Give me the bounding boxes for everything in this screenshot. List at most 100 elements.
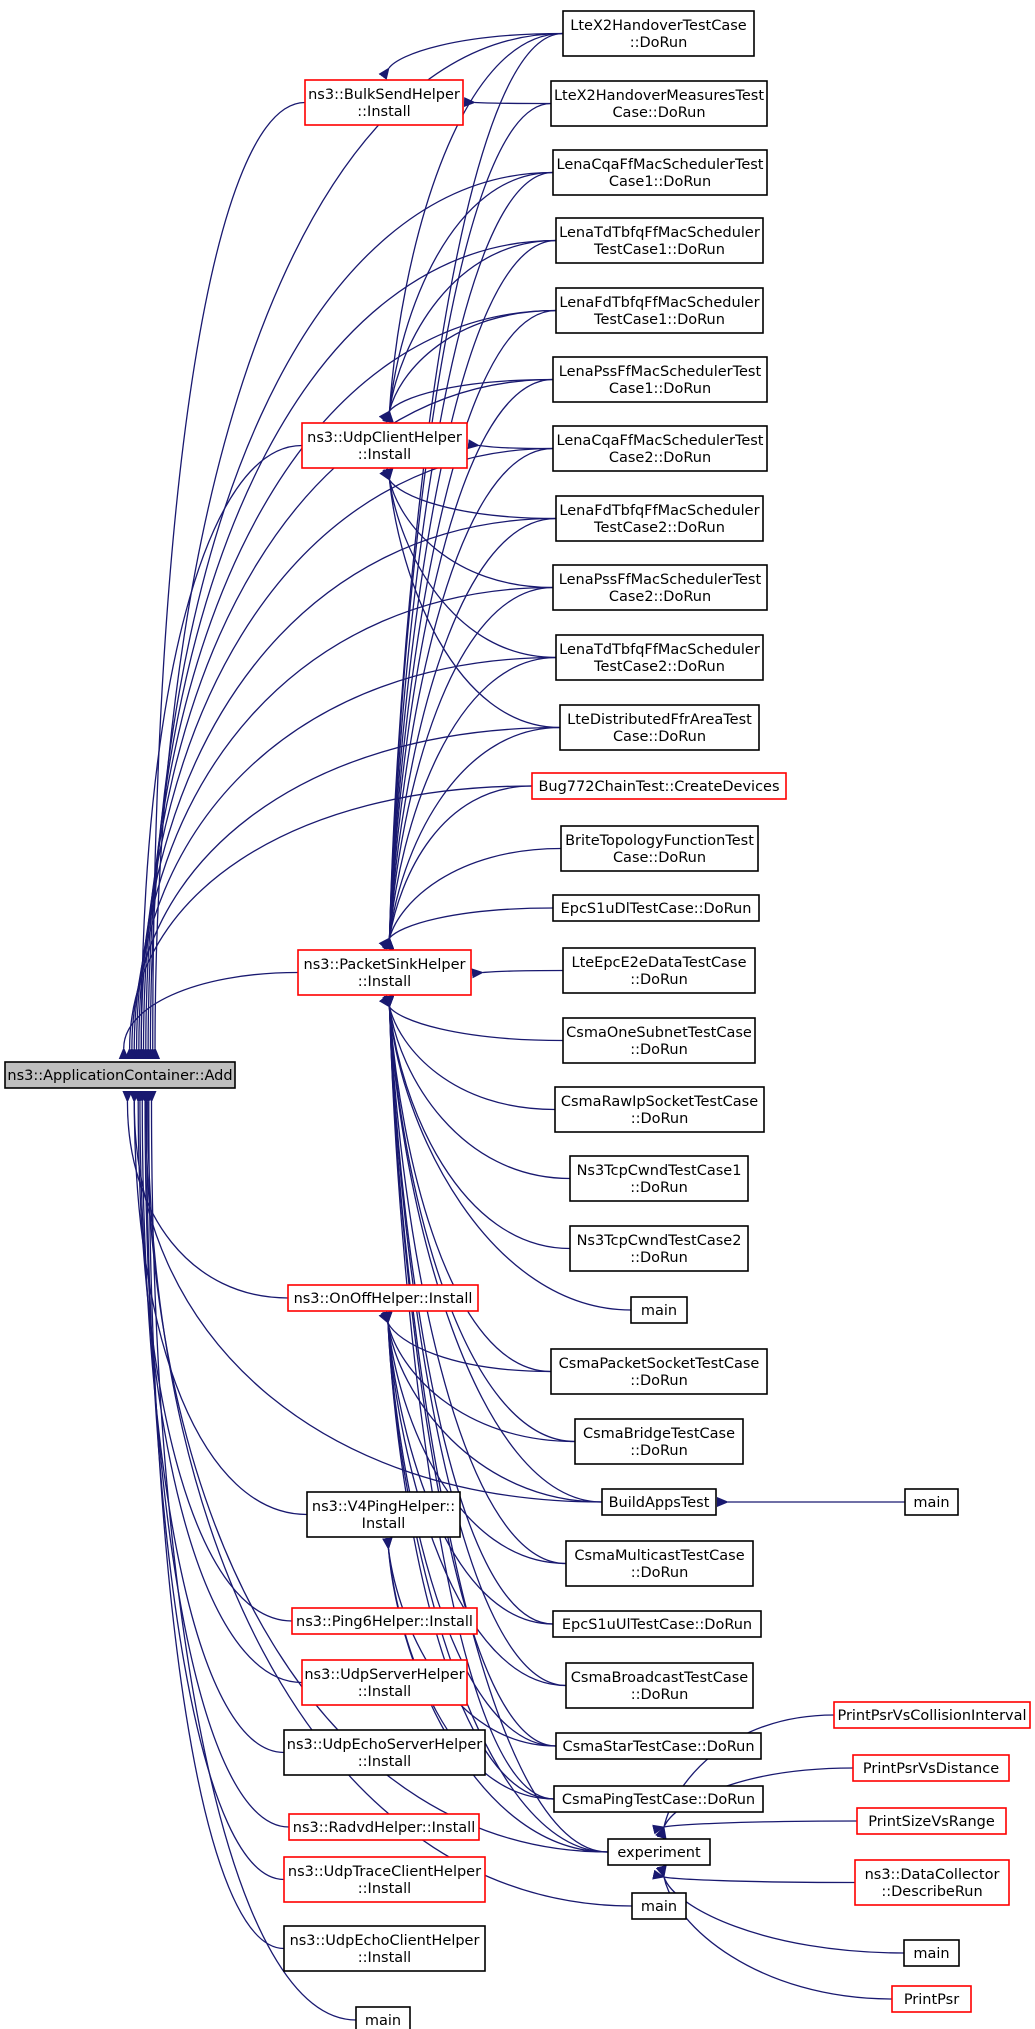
node-label: Case1::DoRun xyxy=(609,174,711,190)
node-box xyxy=(852,1754,1010,1782)
node-label: ns3::Ping6Helper::Install xyxy=(296,1614,473,1630)
node-main-mid2[interactable]: main xyxy=(631,1892,687,1920)
node-bulksend[interactable]: ns3::BulkSendHelper::Install xyxy=(304,79,464,126)
node-label: TestCase2::DoRun xyxy=(593,520,725,536)
node-label: ::Install xyxy=(358,1950,411,1966)
node-ns3tcp1[interactable]: Ns3TcpCwndTestCase1::DoRun xyxy=(569,1155,749,1202)
node-udpechoclient[interactable]: ns3::UdpEchoClientHelper::Install xyxy=(283,1925,486,1972)
node-csmaping[interactable]: CsmaPingTestCase::DoRun xyxy=(553,1785,764,1813)
node-datacollector[interactable]: ns3::DataCollector::DescribeRun xyxy=(854,1859,1010,1906)
node-box xyxy=(283,1925,486,1972)
node-pp-sizerange[interactable]: PrintSizeVsRange xyxy=(856,1807,1007,1835)
edge-datacollector-to-experiment xyxy=(652,1869,856,1884)
node-pp-collision[interactable]: PrintPsrVsCollisionInterval xyxy=(833,1701,1031,1729)
node-csmastar[interactable]: CsmaStarTestCase::DoRun xyxy=(555,1732,762,1760)
edge-csmapacket-to-packetsink xyxy=(383,995,552,1373)
node-csmabridge[interactable]: CsmaBridgeTestCase::DoRun xyxy=(574,1418,744,1465)
node-pp-distance[interactable]: PrintPsrVsDistance xyxy=(852,1754,1010,1782)
node-box xyxy=(891,1985,972,2013)
nodes-layer: ns3::ApplicationContainer::Add ns3::BulkS… xyxy=(4,10,1031,2029)
node-csmabroadcast[interactable]: CsmaBroadcastTestCase::DoRun xyxy=(565,1662,754,1709)
edge-pss1-to-udpclient xyxy=(378,378,554,423)
node-main-right[interactable]: main xyxy=(903,1939,960,1967)
node-epcs1uul[interactable]: EpcS1uUlTestCase::DoRun xyxy=(552,1610,762,1638)
node-box xyxy=(550,1348,768,1395)
edge-bug772-to-packetsink xyxy=(382,785,533,950)
node-experiment[interactable]: experiment xyxy=(607,1838,711,1866)
edge-pss1-to-app-add xyxy=(138,378,554,1060)
node-box xyxy=(552,564,768,611)
node-udptraceclient[interactable]: ns3::UdpTraceClientHelper::Install xyxy=(283,1856,486,1903)
node-label: PrintPsrVsCollisionInterval xyxy=(837,1708,1026,1724)
node-app-add[interactable]: ns3::ApplicationContainer::Add xyxy=(4,1061,236,1089)
node-main-buildapps[interactable]: main xyxy=(904,1488,959,1516)
node-csmarawip[interactable]: CsmaRawIpSocketTestCase::DoRun xyxy=(554,1086,765,1133)
node-label: ns3::DataCollector xyxy=(865,1867,1000,1883)
node-buildapps[interactable]: BuildAppsTest xyxy=(601,1488,717,1516)
node-main-left[interactable]: main xyxy=(355,2006,411,2029)
node-csmapacket[interactable]: CsmaPacketSocketTestCase::DoRun xyxy=(550,1348,768,1395)
node-box xyxy=(630,1296,688,1324)
node-epcs1udl[interactable]: EpcS1uDlTestCase::DoRun xyxy=(552,894,760,922)
edge-fdtbfq1-to-packetsink xyxy=(384,309,557,950)
node-udpserver[interactable]: ns3::UdpServerHelper::Install xyxy=(301,1659,468,1706)
node-printpsr[interactable]: PrintPsr xyxy=(891,1985,972,2013)
node-box xyxy=(560,825,759,872)
node-label: PrintPsr xyxy=(904,1992,959,2008)
edge-ping6-to-app-add xyxy=(133,1090,293,1622)
node-udpechoserver[interactable]: ns3::UdpEchoServerHelper::Install xyxy=(283,1729,486,1776)
node-ltex2ho[interactable]: LteX2HandoverTestCase::DoRun xyxy=(562,10,755,57)
edge-ltex2hom-to-packetsink xyxy=(384,102,552,950)
node-box xyxy=(288,1813,480,1841)
node-label: PrintSizeVsRange xyxy=(868,1814,995,1830)
edge-cqa2-to-udpclient xyxy=(467,439,554,450)
node-udpclient[interactable]: ns3::UdpClientHelper::Install xyxy=(301,422,468,469)
node-v4ping[interactable]: ns3::V4PingHelper::Install xyxy=(306,1491,461,1538)
node-box xyxy=(554,1086,765,1133)
edge-main-left-to-app-add xyxy=(146,1090,357,2021)
node-ping6[interactable]: ns3::Ping6Helper::Install xyxy=(291,1607,478,1635)
node-box xyxy=(297,949,472,996)
edge-udpechoclient-to-app-add xyxy=(143,1090,285,1950)
node-main-mid1[interactable]: main xyxy=(630,1296,688,1324)
node-onoff[interactable]: ns3::OnOffHelper::Install xyxy=(287,1284,479,1312)
node-box xyxy=(291,1607,478,1635)
node-csmaonesubnet[interactable]: CsmaOneSubnetTestCase::DoRun xyxy=(562,1017,756,1064)
node-box xyxy=(552,1610,762,1638)
edge-buildapps-to-packetsink xyxy=(383,995,603,1503)
node-label: ::DoRun xyxy=(631,1687,689,1703)
node-ns3tcp2[interactable]: Ns3TcpCwndTestCase2::DoRun xyxy=(569,1225,749,1272)
node-label: CsmaStarTestCase::DoRun xyxy=(562,1739,754,1755)
edge-cqa1-to-app-add xyxy=(145,171,554,1060)
node-box xyxy=(854,1859,1010,1906)
node-label: LenaFdTbfqFfMacScheduler xyxy=(559,503,759,519)
node-lteepce2e[interactable]: LteEpcE2eDataTestCase::DoRun xyxy=(562,947,756,994)
node-box xyxy=(552,425,768,472)
edge-lteepce2e-to-packetsink xyxy=(471,968,564,979)
node-box xyxy=(607,1838,711,1866)
node-bug772[interactable]: Bug772ChainTest::CreateDevices xyxy=(531,772,787,800)
node-box xyxy=(283,1856,486,1903)
edge-fdtbfq2-to-packetsink xyxy=(383,517,557,950)
node-label: EpcS1uUlTestCase::DoRun xyxy=(562,1617,752,1633)
node-box xyxy=(574,1418,744,1465)
node-box xyxy=(569,1225,749,1272)
node-box xyxy=(562,947,756,994)
node-packetsink[interactable]: ns3::PacketSinkHelper::Install xyxy=(297,949,472,996)
node-radvd[interactable]: ns3::RadvdHelper::Install xyxy=(288,1813,480,1841)
node-label: ns3::PacketSinkHelper xyxy=(304,957,466,973)
node-box xyxy=(555,1732,762,1760)
node-csmamulticast[interactable]: CsmaMulticastTestCase::DoRun xyxy=(565,1540,754,1587)
